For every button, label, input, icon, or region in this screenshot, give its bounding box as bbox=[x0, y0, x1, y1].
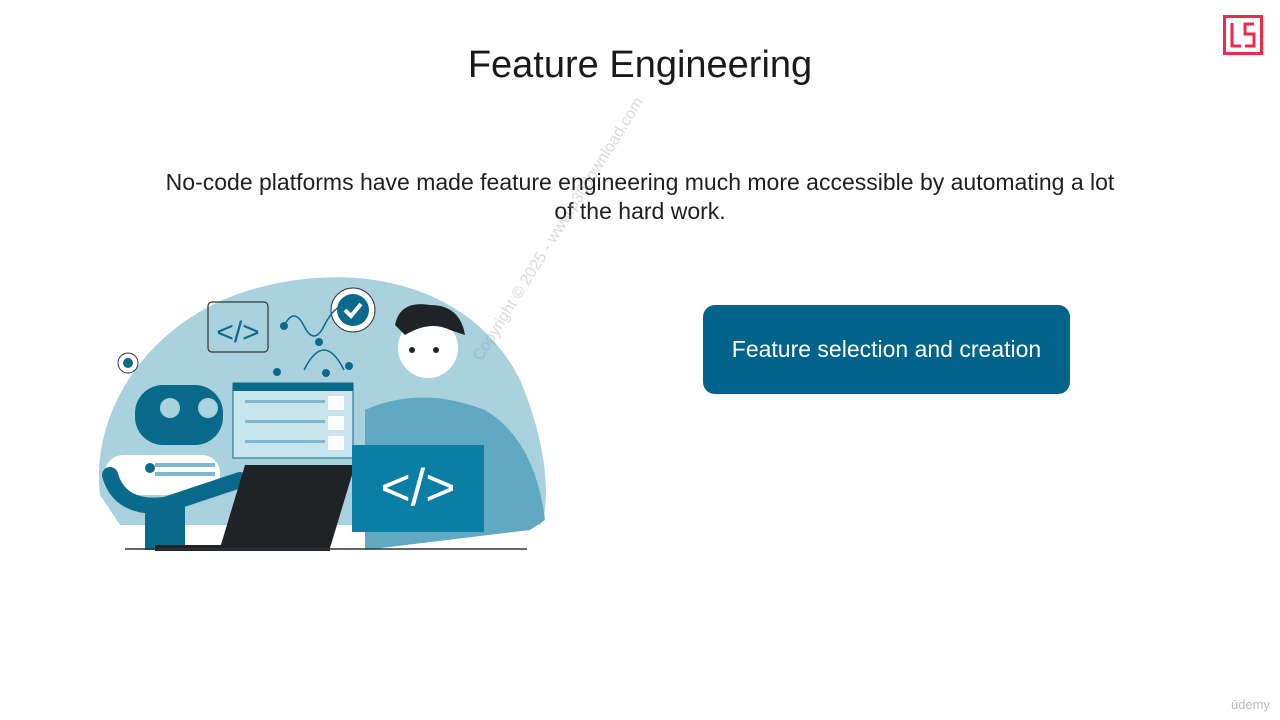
feature-selection-card: Feature selection and creation bbox=[703, 305, 1070, 394]
logo-icon bbox=[1223, 15, 1263, 55]
slide-title: Feature Engineering bbox=[467, 44, 813, 86]
illustration-robot-and-developer: </> </> bbox=[98, 277, 546, 551]
svg-text:</>: </> bbox=[216, 316, 259, 349]
svg-text:</>: </> bbox=[380, 459, 455, 517]
udemy-brand: ūdemy bbox=[1230, 697, 1270, 712]
slide-subtitle: No-code platforms have made feature engi… bbox=[165, 169, 1115, 224]
